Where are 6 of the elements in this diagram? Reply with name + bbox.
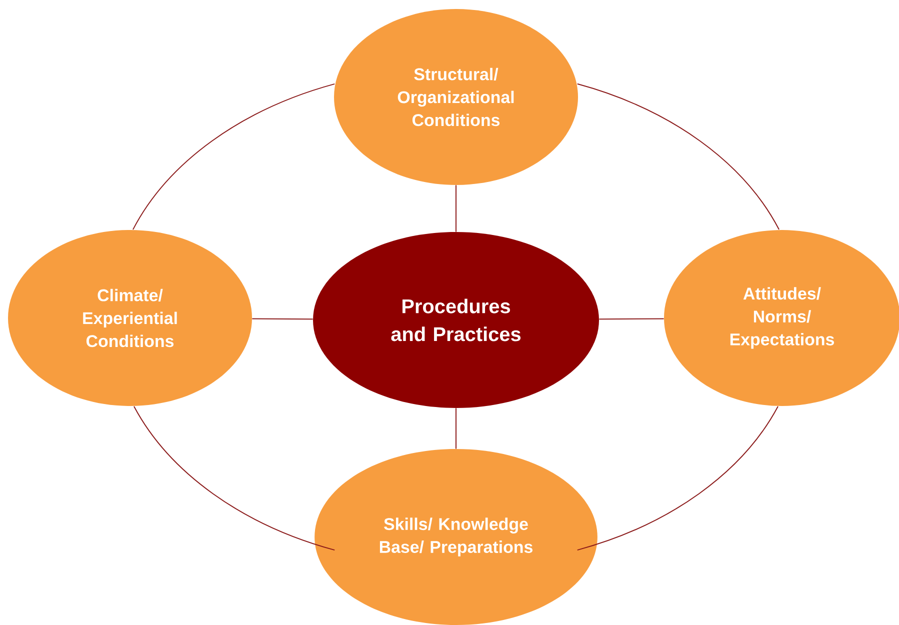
connector-line	[598, 318, 664, 320]
ring-arc	[576, 406, 778, 551]
ring-arc	[576, 83, 780, 230]
ring-arc	[134, 406, 336, 551]
ring-arc	[132, 83, 336, 230]
connector-line	[252, 318, 314, 320]
